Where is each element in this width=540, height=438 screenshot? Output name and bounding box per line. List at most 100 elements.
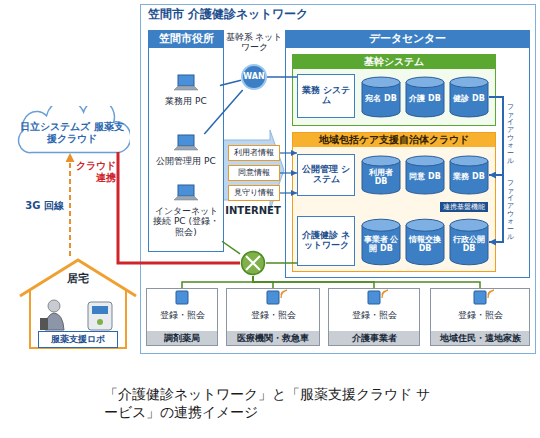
tablet-icon [165, 289, 199, 305]
connector [220, 80, 241, 85]
info-box: 見守り情報 [228, 185, 280, 201]
tablet-icon [463, 289, 497, 305]
pc-icon-wrap [173, 74, 199, 96]
node-text: 居宅 [18, 273, 138, 286]
network-frame: 笠間市 介護健診ネットワーク笠間市役所業務用 PC 公開管理用 PC インターネット… [140, 4, 536, 354]
connector-label: 3G 回線 [14, 200, 64, 212]
connector [253, 276, 273, 288]
connector [69, 153, 71, 256]
node-text: 事業者 公開 DB [363, 235, 399, 253]
database-cylinder: 介護 DB [405, 76, 445, 118]
connector [280, 172, 297, 173]
connector [182, 276, 253, 288]
connector [267, 76, 297, 78]
internet-hub: INTERNET [226, 205, 280, 276]
connector [280, 152, 297, 153]
pc-icon [173, 134, 199, 152]
database-cylinder: 業務 DB [449, 155, 489, 195]
pc-icon-wrap [173, 184, 199, 206]
caption: 「介護健診ネットワーク」と「服薬支援クラウド サービス」の連携イメージ [104, 386, 434, 421]
connector [489, 175, 503, 242]
site-panel: データセンター基幹システム業務 システム 宛名 DB 介護 DB 健診 DB 地域包括ケ… [285, 30, 530, 278]
node-text: 公開管理用 PC [156, 156, 216, 166]
node-text: 業務 DB [453, 172, 485, 181]
node-text: 公開管理 システム [300, 165, 352, 185]
connector-label: クラウド 連携 [72, 160, 116, 183]
system-box: 介護健診 ネットワーク [297, 216, 355, 266]
node-text: 利用者情報 [234, 148, 274, 157]
network-hub: 基幹系 ネットワーク WAN [225, 32, 283, 90]
pc-icon [173, 74, 199, 92]
user-terminal-box: 登録・照会介護事業者 [328, 288, 420, 346]
wan-circle: WAN [241, 64, 267, 90]
system-box: 業務 システム [297, 74, 355, 118]
system-box: 公開管理 システム [297, 154, 355, 196]
home-house: 居宅服薬支援ロボ [18, 256, 138, 350]
info-box: 利用者情報 [228, 145, 280, 161]
node-text: 見守り情報 [234, 188, 274, 197]
tablet-icon-wrap [256, 289, 290, 309]
node-text: 健診 DB [453, 94, 485, 103]
node-text: データセンター [286, 31, 529, 48]
tablet-icon-wrap [357, 289, 391, 309]
cloud-service: 日立システムズ 服薬支援クラウド [14, 106, 130, 155]
node-text: 業務 システム [300, 86, 352, 106]
robot-box: 服薬支援ロボ [38, 331, 118, 348]
node-text: 介護事業者 [329, 331, 419, 345]
node-text: INTERNET [225, 205, 280, 217]
database-cylinder: 事業者 公開 DB [361, 218, 401, 266]
node-text: 笠間市役所 [149, 31, 223, 48]
node-text: 日立システムズ 服薬支援クラウド [18, 121, 126, 144]
system-band: 基幹システム業務 システム 宛名 DB 介護 DB 健診 DB [292, 54, 496, 126]
firewall-label: ファイアウォール [507, 104, 514, 166]
node-text: インターネット 接続 PC (登録・照会) [150, 206, 222, 237]
node-text: 服薬支援ロボ [51, 334, 105, 344]
function-tag: 連携基盤機能 [440, 202, 488, 212]
connector [204, 90, 242, 134]
pc-terminal: 業務用 PC [152, 74, 220, 114]
database-cylinder: 行政公開 DB [449, 218, 489, 266]
site-panel: 笠間市役所業務用 PC 公開管理用 PC インターネット 接続 PC (登録・照会) [148, 30, 224, 252]
node-text: 地域住民・遠地家族 [431, 331, 529, 345]
database-cylinder: 情報交換 DB [405, 218, 445, 266]
tablet-icon-wrap [463, 289, 497, 309]
node-text: 登録・照会 [352, 310, 397, 320]
user-terminal-box: 登録・照会調剤薬局 [146, 288, 218, 346]
connector [222, 241, 240, 254]
node-text: 宛名 DB [365, 94, 397, 103]
user-terminal-box: 登録・照会医療機関・救急車 [226, 288, 320, 346]
pc-terminal: 公開管理用 PC [150, 134, 222, 176]
connector [489, 97, 503, 175]
node-text: 基幹システム [293, 55, 495, 69]
database-cylinder: 健診 DB [449, 76, 489, 118]
node-text: 介護健診 ネットワーク [300, 231, 352, 251]
node-text: 情報交換 DB [407, 235, 443, 253]
data-flow-arrow [222, 130, 284, 210]
database-cylinder: 同意 DB [405, 155, 445, 195]
database-cylinder: 利用者 DB [361, 155, 401, 195]
connector [266, 262, 297, 264]
tablet-icon [256, 289, 290, 305]
connector [280, 192, 297, 193]
database-cylinder: 宛名 DB [361, 76, 401, 118]
connector [118, 152, 240, 263]
node-text: 同意情報 [238, 168, 270, 177]
internet-circle [240, 250, 266, 276]
node-text: 介護 DB [409, 94, 441, 103]
tablet-icon-wrap [165, 289, 199, 309]
info-box: 同意情報 [228, 165, 280, 181]
node-text: 行政公開 DB [451, 235, 487, 253]
node-text: 調剤薬局 [147, 331, 217, 345]
node-text: 地域包括ケア支援自治体クラウド [293, 133, 495, 147]
connector [253, 276, 480, 288]
pc-icon-wrap [173, 134, 199, 156]
node-text: 登録・照会 [160, 310, 205, 320]
pc-terminal: インターネット 接続 PC (登録・照会) [150, 184, 222, 248]
node-text: WAN [243, 72, 264, 81]
node-text: 笠間市 介護健診ネットワーク [148, 8, 308, 22]
user-terminal-box: 登録・照会地域住民・遠地家族 [430, 288, 530, 346]
node-text: 基幹系 ネットワーク [225, 32, 283, 53]
node-text: 登録・照会 [251, 310, 296, 320]
pc-icon [173, 184, 199, 202]
